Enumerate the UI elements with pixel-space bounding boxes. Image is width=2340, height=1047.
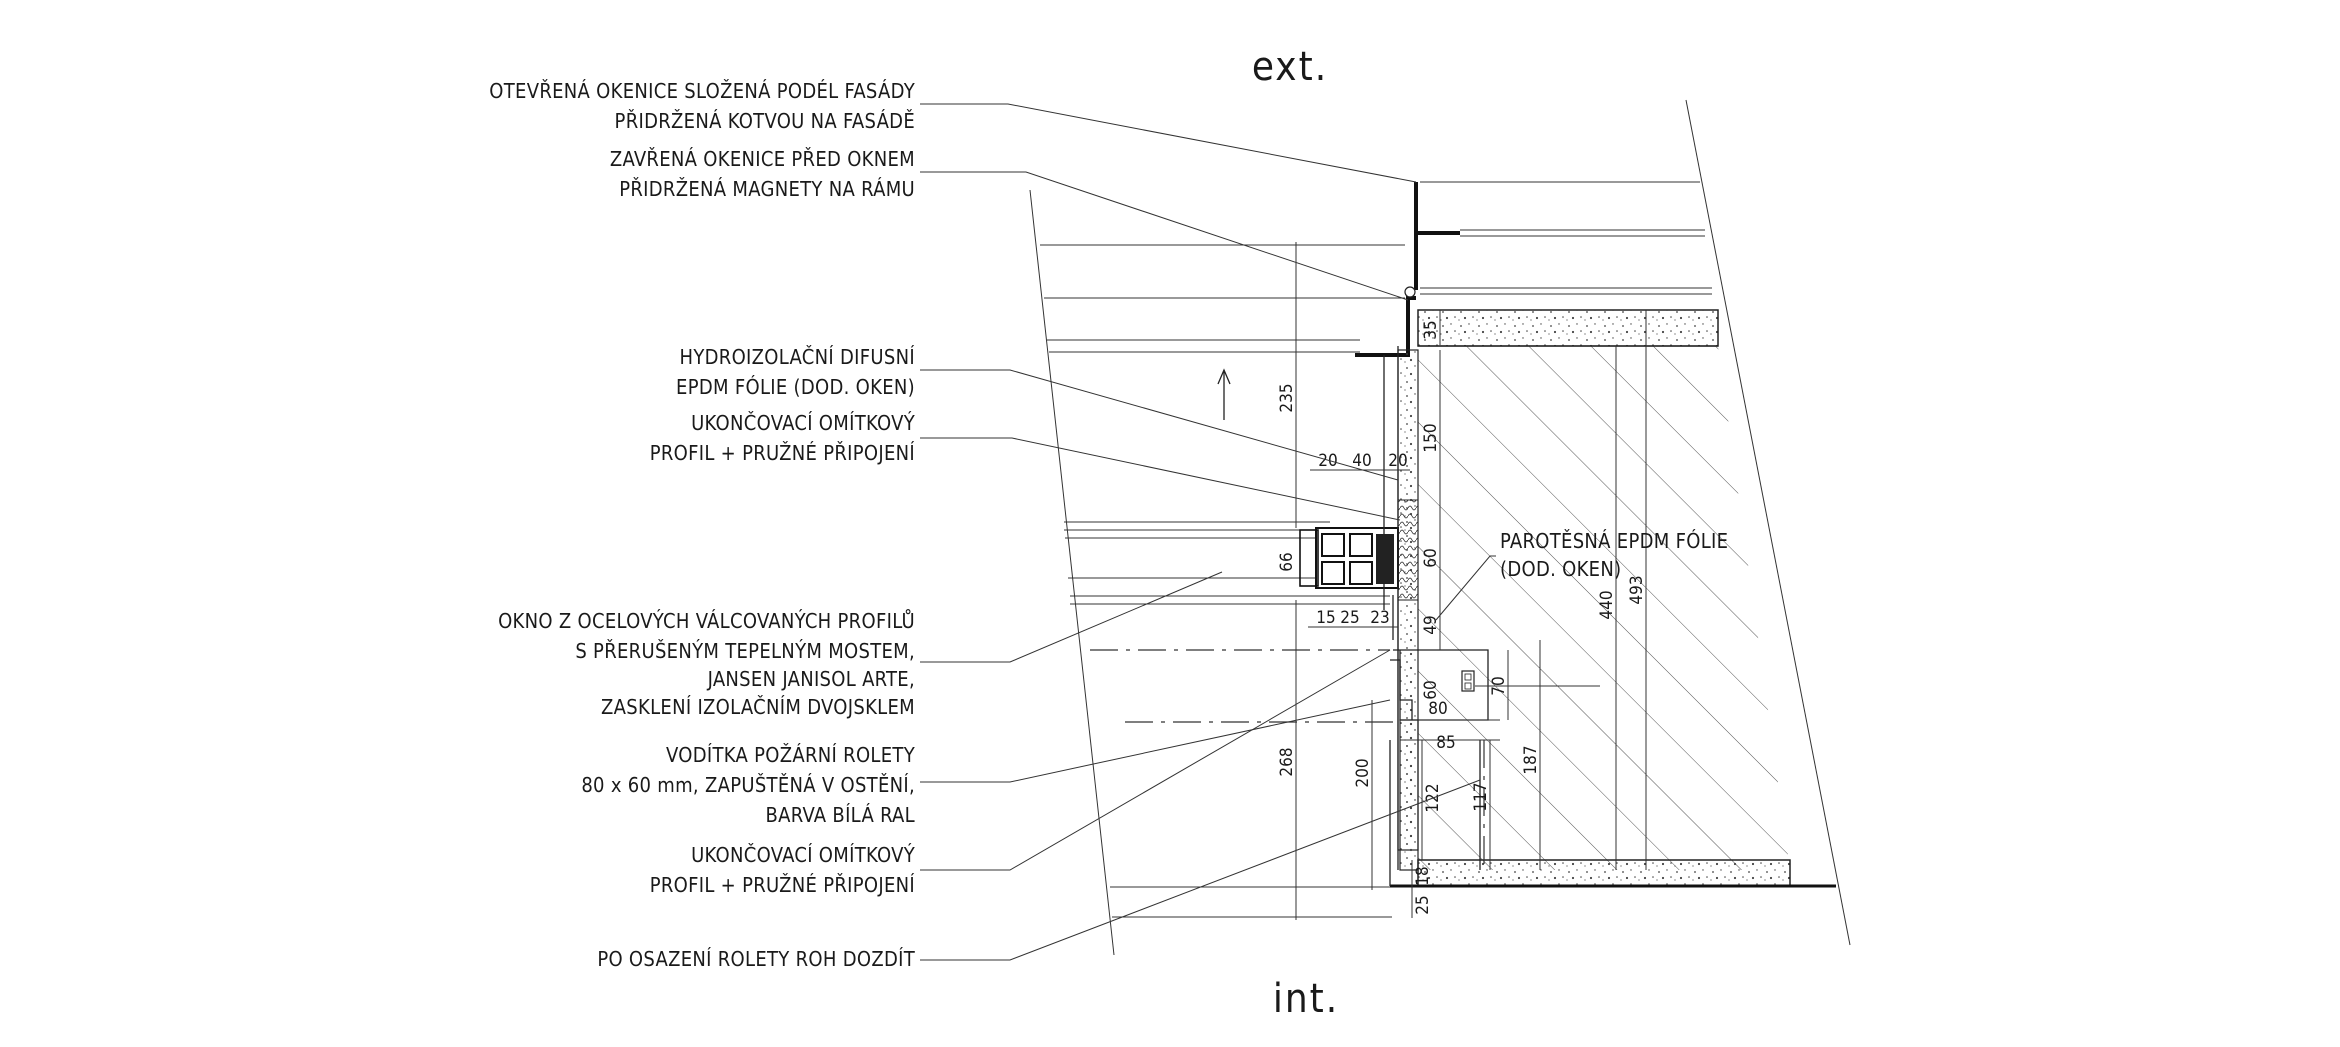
label-shutter-closed-line1: ZAVŘENÁ OKENICE PŘED OKNEM	[610, 147, 915, 171]
roller-guide	[1390, 649, 1600, 721]
dim-80: 80	[1428, 699, 1447, 719]
shutter-anchor-profile	[1355, 182, 1460, 357]
dim-268: 268	[1277, 747, 1297, 776]
dim-60-horizontal: 60	[1421, 680, 1441, 699]
label-roller-guide-line1: VODÍTKA POŽÁRNÍ ROLETY	[666, 743, 916, 767]
insulation-joint	[1397, 499, 1419, 601]
label-window-line2: S PŘERUŠENÝM TEPELNÝM MOSTEM,	[575, 639, 915, 663]
label-shutter-open-line2: PŘIDRŽENÁ KOTVOU NA FASÁDĚ	[615, 109, 915, 133]
leader-shutter-open	[920, 103, 1417, 183]
concrete-lintel	[1417, 309, 1719, 347]
shutter-top-right	[1420, 181, 1712, 295]
wall-outline-right	[1685, 99, 1851, 946]
dim-235: 235	[1277, 383, 1297, 412]
dim-23: 23	[1370, 608, 1389, 628]
label-window-line4: ZASKLENÍ IZOLAČNÍM DVOJSKLEM	[601, 695, 915, 719]
dim-35: 35	[1421, 320, 1441, 339]
facade-outline-left	[1029, 189, 1115, 956]
exterior-label: ext.	[1252, 44, 1328, 90]
dim-70: 70	[1489, 676, 1509, 695]
vapor-foil-leader	[1435, 555, 1496, 621]
label-plaster-profile-top-line1: UKONČOVACÍ OMÍTKOVÝ	[691, 411, 916, 435]
vapor-foil-label-line2: (DOD. OKEN)	[1500, 557, 1621, 581]
leader-roller-guide	[920, 699, 1391, 783]
dim-18: 18	[1413, 866, 1433, 885]
dim-85: 85	[1436, 733, 1455, 753]
dim-66: 66	[1277, 552, 1297, 571]
leader-window	[920, 571, 1223, 663]
label-corner-line1: PO OSAZENÍ ROLETY ROH DOZDÍT	[597, 947, 915, 971]
dim-493: 493	[1627, 575, 1647, 604]
label-hydro-foil-line1: HYDROIZOLAČNÍ DIFUSNÍ	[680, 345, 915, 369]
shutter-leaves	[1040, 244, 1405, 918]
masonry-wall	[1418, 346, 1790, 870]
up-arrow-icon	[1217, 368, 1231, 420]
dim-20a: 20	[1318, 451, 1337, 471]
label-plaster-profile-bottom-line1: UKONČOVACÍ OMÍTKOVÝ	[691, 843, 916, 867]
label-shutter-open-line1: OTEVŘENÁ OKENICE SLOŽENÁ PODÉL FASÁDY	[489, 79, 915, 103]
label-shutter-closed-line2: PŘIDRŽENÁ MAGNETY NA RÁMU	[619, 177, 915, 201]
label-plaster-profile-bottom-line2: PROFIL + PRUŽNÉ PŘIPOJENÍ	[650, 873, 915, 897]
dim-20b: 20	[1388, 451, 1407, 471]
leader-corner	[920, 779, 1481, 961]
interior-label: int.	[1273, 976, 1339, 1022]
dim-25b: 25	[1413, 895, 1433, 914]
leader-hydro-foil	[920, 369, 1399, 481]
window-profile	[1299, 527, 1399, 589]
dim-440: 440	[1597, 590, 1617, 619]
dim-60-vertical: 60	[1421, 548, 1441, 567]
dim-150: 150	[1421, 423, 1441, 452]
label-hydro-foil-line2: EPDM FÓLIE (DOD. OKEN)	[676, 375, 915, 399]
label-window-line3: JANSEN JANISOL ARTE,	[707, 667, 915, 691]
label-roller-guide-line2: 80 x 60 mm, ZAPUŠTĚNÁ V OSTĚNÍ,	[581, 773, 915, 797]
dim-117: 117	[1471, 782, 1491, 811]
dim-49: 49	[1421, 615, 1441, 634]
leader-shutter-closed	[920, 171, 1409, 301]
dimension-lines	[1295, 242, 1647, 920]
dim-40: 40	[1352, 451, 1371, 471]
dim-187: 187	[1521, 745, 1541, 774]
vapor-foil-label-line1: PAROTĚSNÁ EPDM FÓLIE	[1500, 529, 1728, 553]
dim-15: 15	[1316, 608, 1335, 628]
leader-plaster-profile-bottom	[920, 649, 1391, 871]
leader-plaster-profile-top	[920, 437, 1401, 521]
dim-25a: 25	[1340, 608, 1359, 628]
label-roller-guide-line3: BARVA BÍLÁ RAL	[766, 803, 915, 827]
concrete-sill	[1417, 859, 1791, 887]
dim-200: 200	[1353, 758, 1373, 787]
label-window-line1: OKNO Z OCELOVÝCH VÁLCOVANÝCH PROFILŮ	[498, 609, 915, 633]
label-plaster-profile-top-line2: PROFIL + PRUŽNÉ PŘIPOJENÍ	[650, 441, 915, 465]
